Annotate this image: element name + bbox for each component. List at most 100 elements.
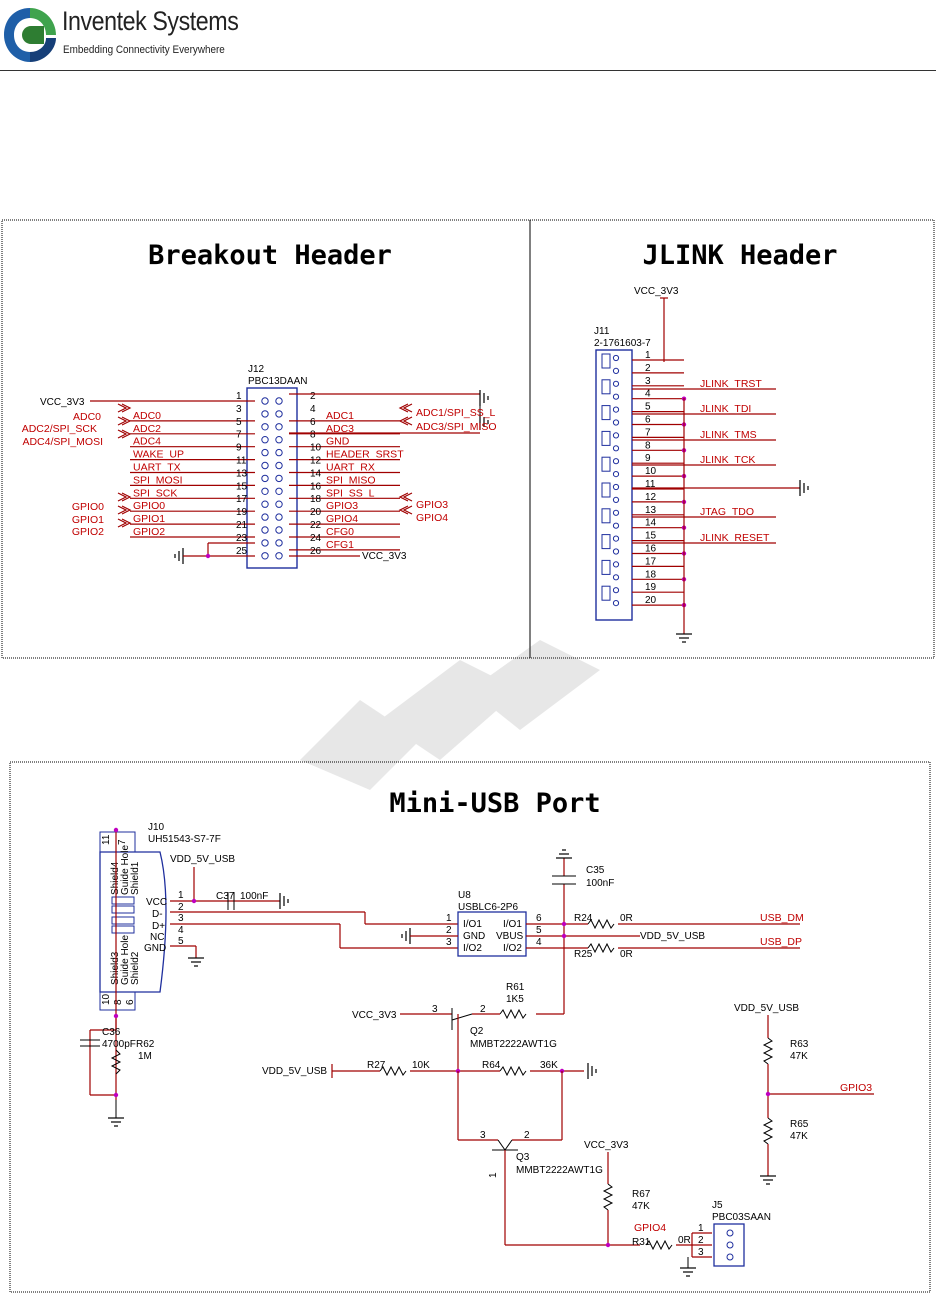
j12-pin-number: 6 xyxy=(310,417,316,428)
j11-pin-pair xyxy=(601,353,611,369)
j11-pin-contact xyxy=(612,587,620,594)
svg-text:6: 6 xyxy=(536,913,542,924)
svg-text:VDD_5V_USB: VDD_5V_USB xyxy=(734,1003,799,1014)
svg-text:I/O2: I/O2 xyxy=(503,943,522,954)
svg-text:R63: R63 xyxy=(790,1039,809,1050)
svg-text:2: 2 xyxy=(178,902,184,913)
j12-pin-odd xyxy=(261,474,269,483)
j11-pin-number: 12 xyxy=(645,492,657,503)
j12-right-net: GPIO4 xyxy=(326,513,358,525)
port-gpio2: GPIO2 xyxy=(72,526,104,538)
j12-right-net: CFG1 xyxy=(326,539,354,551)
svg-text:100nF: 100nF xyxy=(240,891,268,902)
j12-left-net: WAKE_UP xyxy=(133,449,184,461)
logo-mark-icon xyxy=(4,8,56,62)
svg-text:4: 4 xyxy=(536,937,542,948)
j12-pin-odd xyxy=(261,526,269,534)
svg-text:GND: GND xyxy=(463,931,485,942)
svg-text:R64: R64 xyxy=(482,1060,501,1071)
j12-pin-even xyxy=(275,410,283,418)
watermark-logo xyxy=(300,640,600,790)
j12-pin-odd xyxy=(261,500,269,508)
j12-pin-number: 15 xyxy=(236,481,248,492)
svg-text:C36: C36 xyxy=(102,1027,121,1038)
j11-pin-number: 1 xyxy=(645,350,651,361)
net-jlink-tms: JLINK_TMS xyxy=(700,429,757,441)
company-tagline: Embedding Connectivity Everywhere xyxy=(63,44,225,56)
j12-pin-number: 7 xyxy=(236,430,242,441)
svg-text:47K: 47K xyxy=(632,1201,650,1212)
svg-text:3: 3 xyxy=(698,1247,704,1258)
svg-text:Guide Hole: Guide Hole xyxy=(120,935,131,985)
j12-pin-even xyxy=(275,461,283,470)
breakout-title: Breakout Header xyxy=(148,240,392,271)
u8-body xyxy=(457,911,527,957)
svg-text:PBC03SAAN: PBC03SAAN xyxy=(712,1212,771,1223)
j11-pin-number: 19 xyxy=(645,582,657,593)
j12-pin-odd xyxy=(261,448,269,457)
j11-ref: J11 xyxy=(594,326,610,337)
svg-text:NC: NC xyxy=(150,932,164,943)
j11-pin-number: 20 xyxy=(645,595,657,606)
svg-text:1: 1 xyxy=(446,913,452,924)
j12-pin-number: 1 xyxy=(236,391,242,402)
j12-right-net: SPI_SS_L xyxy=(326,487,375,499)
j12-pin-even xyxy=(275,552,283,560)
svg-text:7: 7 xyxy=(117,839,128,845)
svg-text:0R: 0R xyxy=(620,913,633,924)
j12-pin-number: 5 xyxy=(236,417,242,428)
j11-pin-contact xyxy=(612,535,620,542)
j11-pin-pair xyxy=(601,559,611,575)
j11-pin-contact xyxy=(612,548,620,555)
j12-left-net: GPIO0 xyxy=(133,500,165,512)
j11-pin-number: 6 xyxy=(645,415,651,426)
svg-text:4: 4 xyxy=(178,925,184,936)
j12-pin-odd xyxy=(261,461,269,470)
j12-pin-even xyxy=(275,397,283,405)
svg-text:I/O1: I/O1 xyxy=(503,919,522,930)
j11-pin-pair xyxy=(601,405,611,421)
j12-left-net: SPI_SCK xyxy=(133,487,177,499)
j12-pin-even xyxy=(275,513,283,521)
j11-pin-contact xyxy=(612,522,620,529)
j12-pin-odd xyxy=(261,513,269,521)
svg-text:10K: 10K xyxy=(412,1060,430,1071)
svg-text:USBLC6-2P6: USBLC6-2P6 xyxy=(458,902,518,913)
j11-pin-number: 17 xyxy=(645,556,657,567)
j12-right-net: CFG0 xyxy=(326,526,354,538)
j12-left-net: GPIO2 xyxy=(133,526,165,538)
j12-left-net: ADC2 xyxy=(133,423,161,435)
svg-text:Guide Hole: Guide Hole xyxy=(120,845,131,895)
j11-pin-contact xyxy=(612,574,620,581)
j11-pin-number: 16 xyxy=(645,544,657,555)
j12-right-net: HEADER_SRST xyxy=(326,449,404,461)
j5-body xyxy=(713,1223,745,1267)
jlink-nets: JLINK_TRST JLINK_TDI JLINK_TMS JLINK_TCK… xyxy=(700,378,770,544)
breakout-right-ports: ADC1/SPI_SS_L ADC3/SPI_MISO GPIO3 GPIO4 xyxy=(416,407,497,524)
j12-pin-number: 13 xyxy=(236,468,248,479)
svg-text:Q3: Q3 xyxy=(516,1152,530,1163)
svg-text:R62: R62 xyxy=(136,1039,155,1050)
j12-pin-even xyxy=(275,423,283,431)
svg-text:VCC_3V3: VCC_3V3 xyxy=(352,1010,397,1021)
net-jlink-tck: JLINK_TCK xyxy=(700,454,755,466)
jlink-title: JLINK Header xyxy=(642,240,837,271)
svg-text:2: 2 xyxy=(446,925,452,936)
j12-ref: J12 xyxy=(248,364,265,375)
svg-text:U8: U8 xyxy=(458,890,471,901)
svg-text:47K: 47K xyxy=(790,1051,808,1062)
svg-text:47K: 47K xyxy=(790,1131,808,1142)
j11-pin-contact xyxy=(612,509,620,516)
mini-usb-section: Mini-USB Port J10 UH51543-S7-7F 11 7 10 … xyxy=(9,761,931,1293)
j11-pin-number: 7 xyxy=(645,427,651,438)
j11-pin-pair xyxy=(601,379,611,395)
svg-text:Shield1: Shield1 xyxy=(130,861,141,895)
j12-pin-odd xyxy=(261,539,269,547)
port-adc3-spi-miso: ADC3/SPI_MISO xyxy=(416,421,497,433)
j12-pin-number: 18 xyxy=(310,494,322,505)
j11-pin-contact xyxy=(612,432,620,439)
j11-pin-contact xyxy=(612,354,620,362)
j12-left-net: GPIO1 xyxy=(133,513,165,525)
j12-body xyxy=(246,387,298,569)
